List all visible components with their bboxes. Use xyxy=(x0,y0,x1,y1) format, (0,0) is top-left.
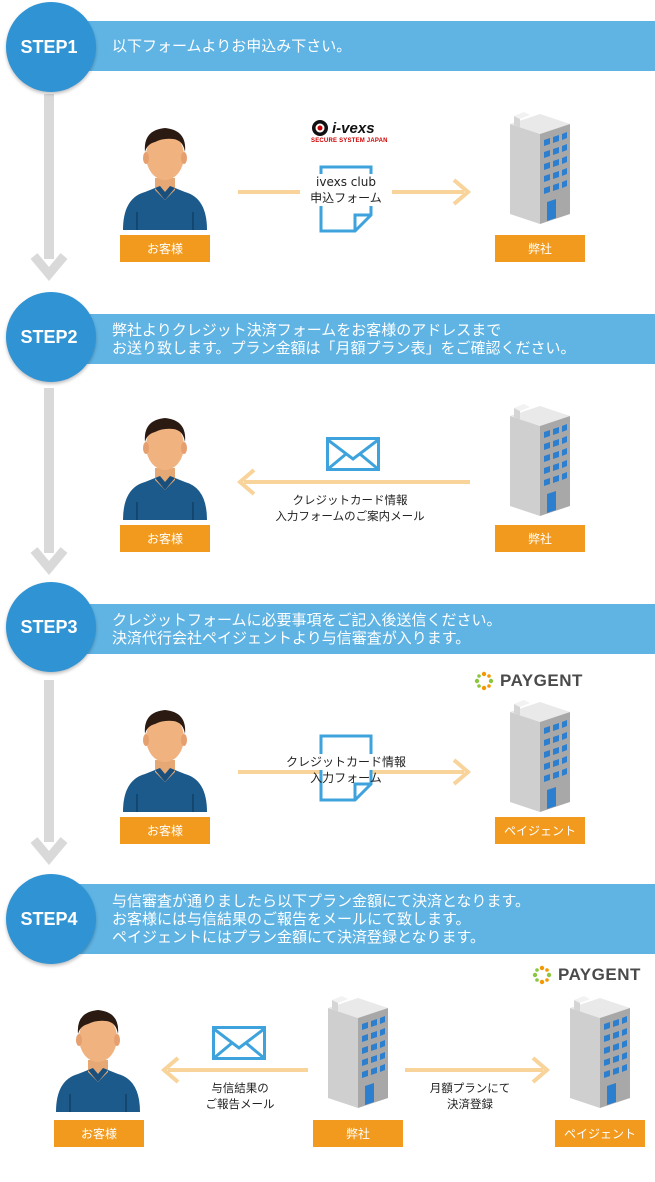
step4-register-line-2: 決済登録 xyxy=(447,1097,493,1111)
step3-paygent-icon xyxy=(500,692,580,816)
step3-document-line-2: 入力フォーム xyxy=(310,771,382,785)
step3-badge-text: STEP3 xyxy=(20,616,78,637)
step2-company-label: 弊社 xyxy=(495,525,585,552)
step4-text-line-3: ペイジェントにはプラン金額にて決済登録となります。 xyxy=(112,928,486,946)
step4-paygent-logo-text: PAYGENT xyxy=(558,965,641,984)
step1-document-caption: ivexs club 申込フォーム xyxy=(300,174,392,206)
step4-badge-text: STEP4 xyxy=(20,908,78,929)
step1-banner: 以下フォームよりお申込み下さい。 xyxy=(58,21,655,71)
step2-mail-line-1: クレジットカード情報 xyxy=(292,493,408,507)
step3-paygent-label: ペイジェント xyxy=(495,817,585,844)
step4-paygent-icon xyxy=(560,988,640,1112)
step2-customer-icon xyxy=(115,402,215,522)
step4-register-line-1: 月額プランにて xyxy=(429,1081,511,1095)
step4-mail-icon xyxy=(212,1026,266,1060)
step2-banner: 弊社よりクレジット決済フォームをお客様のアドレスまで お送り致します。プラン金額… xyxy=(58,314,655,364)
step2-text-line-1: 弊社よりクレジット決済フォームをお客様のアドレスまで xyxy=(112,321,502,339)
step4-customer-label: お客様 xyxy=(54,1120,144,1147)
step4-register-caption: 月額プランにて 決済登録 xyxy=(415,1080,525,1112)
step3-paygent-logo-text: PAYGENT xyxy=(500,671,583,690)
step1-document-line-1: ivexs club xyxy=(300,174,392,190)
step4-banner: 与信審査が通りましたら以下プラン金額にて決済となります。 お客様には与信結果のご… xyxy=(58,884,655,954)
flow-arrow-3 xyxy=(30,680,68,866)
step2-badge: STEP2 xyxy=(6,292,96,382)
step4-mail-line-1: 与信結果の xyxy=(211,1081,269,1095)
step2-mail-icon xyxy=(326,437,380,471)
step3-paygent-logo: PAYGENT xyxy=(474,671,583,691)
step3-document-line-1: クレジットカード情報 xyxy=(285,754,406,770)
step4-text-line-2: お客様には与信結果のご報告をメールにて致します。 xyxy=(112,910,471,928)
step4-paygent-logo: PAYGENT xyxy=(532,965,641,985)
flow-arrow-1 xyxy=(30,94,68,282)
step3-customer-label: お客様 xyxy=(120,817,210,844)
step2-badge-text: STEP2 xyxy=(20,326,78,347)
step4-mail-line-2: ご報告メール xyxy=(205,1097,275,1111)
step1-customer-icon xyxy=(115,112,215,232)
step1-company-icon xyxy=(500,104,580,228)
step2-arrow xyxy=(236,468,470,496)
ivexs-logo-mark-icon xyxy=(312,120,328,136)
step2-customer-label: お客様 xyxy=(120,525,210,552)
step3-customer-icon xyxy=(115,694,215,814)
step1-company-label: 弊社 xyxy=(495,235,585,262)
step1-text: 以下フォームよりお申込み下さい。 xyxy=(112,37,352,55)
step4-badge: STEP4 xyxy=(6,874,96,964)
ivexs-logo-sub: SECURE SYSTEM JAPAN xyxy=(311,138,388,144)
step3-text-line-1: クレジットフォームに必要事項をご記入後送信ください。 xyxy=(112,611,502,629)
step3-text-line-2: 決済代行会社ペイジェントより与信審査が入ります。 xyxy=(112,629,471,647)
step4-text-line-1: 与信審査が通りましたら以下プラン金額にて決済となります。 xyxy=(112,892,531,910)
step1-document-line-2: 申込フォーム xyxy=(300,190,392,206)
step4-mail-caption: 与信結果の ご報告メール xyxy=(180,1080,300,1112)
step4-right-arrow xyxy=(405,1056,551,1084)
step4-customer-icon xyxy=(48,994,148,1114)
step3-badge: STEP3 xyxy=(6,582,96,672)
step3-document-caption: クレジットカード情報 入力フォーム xyxy=(276,754,416,786)
step1-customer-label: お客様 xyxy=(120,235,210,262)
ivexs-logo-main: i-vexs xyxy=(332,119,375,137)
step4-company-label: 弊社 xyxy=(313,1120,403,1147)
step3-banner: クレジットフォームに必要事項をご記入後送信ください。 決済代行会社ペイジェントよ… xyxy=(58,604,655,654)
flow-arrow-2 xyxy=(30,388,68,576)
step1-badge-text: STEP1 xyxy=(20,36,78,57)
paygent-logo-mark-icon xyxy=(532,965,552,985)
step4-left-arrow xyxy=(160,1056,308,1084)
step1-badge: STEP1 xyxy=(6,2,96,92)
step2-mail-line-2: 入力フォームのご案内メール xyxy=(275,509,425,523)
step4-paygent-label: ペイジェント xyxy=(555,1120,645,1147)
step2-text-line-2: お送り致します。プラン金額は「月額プラン表」をご確認ください。 xyxy=(112,339,576,357)
step4-company-icon xyxy=(318,988,398,1112)
paygent-logo-mark-icon xyxy=(474,671,494,691)
step2-mail-caption: クレジットカード情報 入力フォームのご案内メール xyxy=(250,492,450,524)
step2-company-icon xyxy=(500,396,580,520)
ivexs-logo: i-vexs SECURE SYSTEM JAPAN xyxy=(311,119,395,145)
